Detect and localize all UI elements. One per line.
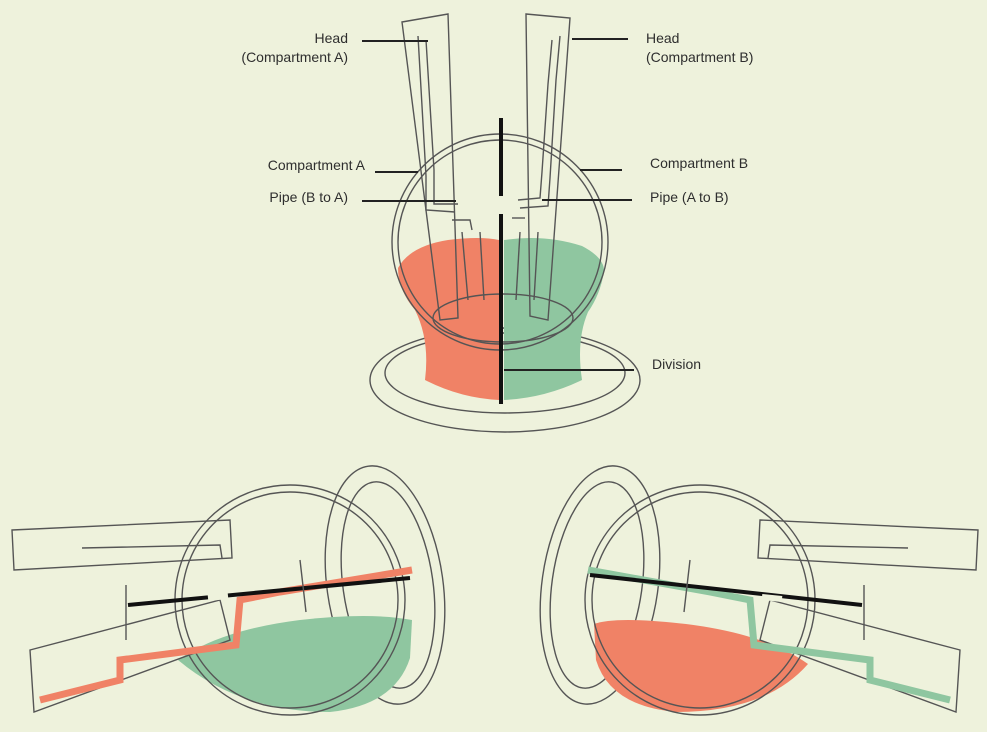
label-pipe-b-to-a: Pipe (B to A) — [170, 188, 348, 207]
label-head-a-line2: (Compartment A) — [190, 48, 348, 67]
label-head-b-line2: (Compartment B) — [646, 48, 753, 67]
compartment-b-liquid — [504, 238, 604, 400]
label-head-b-line1: Head — [646, 29, 753, 48]
label-compartment-a: Compartment A — [170, 156, 365, 175]
label-head-compartment-a: Head (Compartment A) — [190, 29, 348, 67]
tilted-vessel-right — [526, 458, 978, 715]
label-head-a-line1: Head — [190, 29, 348, 48]
label-pipe-a-to-b: Pipe (A to B) — [650, 188, 729, 207]
head-b-pipe-inner — [518, 40, 552, 200]
label-head-compartment-b: Head (Compartment B) — [646, 29, 753, 67]
label-compartment-b: Compartment B — [650, 154, 748, 173]
label-division: Division — [652, 355, 701, 374]
tilted-vessel-left — [12, 458, 459, 715]
